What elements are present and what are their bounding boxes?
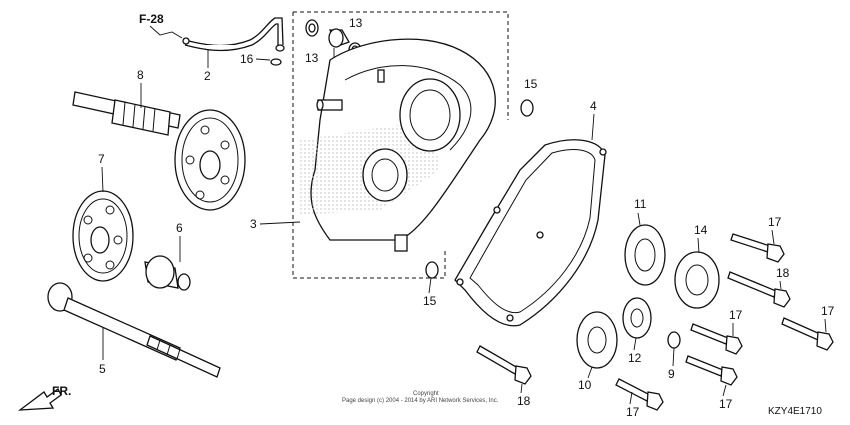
drive-shaft-8 [72, 91, 246, 211]
callout-5: 5 [99, 362, 106, 376]
transmission-cover [300, 38, 496, 252]
callout-15-top: 15 [524, 77, 538, 91]
copyright-text: Page design (c) 2004 - 2014 by ARI Netwo… [342, 398, 499, 404]
callout-6: 6 [176, 221, 183, 235]
oil-seal-14 [674, 251, 720, 309]
bolt-17-bottom [615, 378, 664, 411]
diagram-code: KZY4E1710 [768, 406, 822, 417]
output-shaft-5 [47, 282, 221, 378]
bolt-17-lower [685, 355, 738, 386]
bolt-17-top [730, 233, 785, 263]
callout-11: 11 [634, 197, 647, 211]
assembly-outline [292, 11, 509, 279]
callout-13-left: 13 [305, 51, 319, 65]
clip [270, 58, 282, 66]
bolt-18-bottom [476, 345, 532, 385]
callout-9: 9 [668, 367, 675, 381]
reference-label: F-28 [139, 12, 164, 26]
bearing-11 [624, 224, 666, 286]
gasket [454, 139, 607, 327]
dowel-pins [425, 99, 534, 279]
gear-7 [72, 190, 134, 282]
bolt-18-right [727, 271, 791, 308]
callout-16: 16 [240, 52, 254, 66]
bearing-12 [622, 297, 652, 339]
front-direction-arrow [17, 388, 62, 411]
callout-8: 8 [137, 68, 144, 82]
callout-3: 3 [250, 217, 257, 231]
callout-13-right: 13 [349, 16, 363, 30]
callout-4: 4 [590, 99, 597, 113]
bolt-17-middle [690, 323, 743, 355]
direction-label: FR. [52, 384, 71, 398]
bolt-17-far-right [781, 317, 834, 351]
callout-14: 14 [694, 223, 708, 237]
pinion-6 [144, 255, 191, 291]
callout-18-right: 18 [776, 266, 790, 280]
callout-7: 7 [98, 152, 105, 166]
callout-10: 10 [578, 378, 592, 392]
callout-2: 2 [204, 69, 211, 83]
callout-12: 12 [628, 351, 642, 365]
bearing-10 [576, 311, 618, 369]
breather-tube [182, 17, 285, 52]
callout-17-far-right: 17 [821, 304, 835, 318]
callout-17-lower: 17 [719, 397, 733, 411]
bolts [476, 233, 834, 411]
callout-17-top: 17 [768, 215, 782, 229]
callout-17-bottom: 17 [626, 405, 640, 419]
callout-17-middle: 17 [729, 308, 743, 322]
callout-18-bottom: 18 [517, 394, 531, 408]
copyright-heading: Copyright [413, 391, 439, 397]
seal-9 [667, 331, 681, 349]
callout-15-bottom: 15 [423, 294, 437, 308]
